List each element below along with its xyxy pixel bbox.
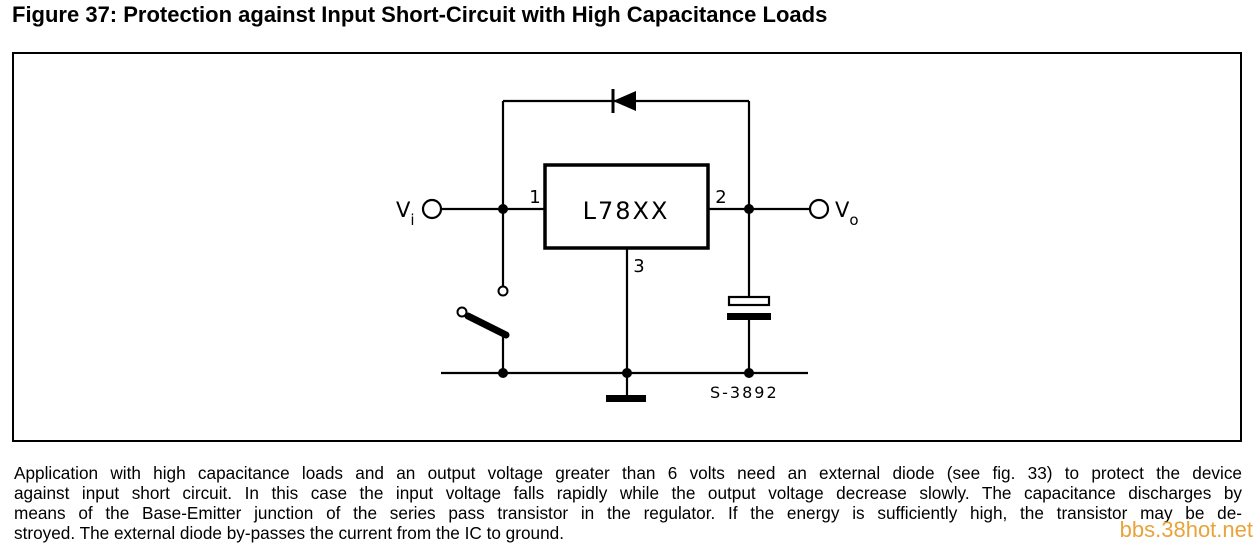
vo-label: Vo: [835, 198, 859, 229]
figure-title: Figure 37: Protection against Input Shor…: [12, 2, 828, 27]
pin-2-label: 2: [715, 187, 726, 208]
junction-dot: [744, 204, 754, 214]
caption-line: Application with high capacitance loads …: [14, 463, 1242, 483]
capacitor-icon: [727, 295, 771, 320]
caption-line: means of the Base-Emitter junction of th…: [14, 503, 1242, 523]
reference-code: S-3892: [710, 383, 779, 402]
caption-line: against input short circuit. In this cas…: [14, 483, 1242, 503]
regulator-ic: [543, 163, 710, 250]
junction-dot: [498, 368, 508, 378]
watermark: bbs.38hot.net: [1119, 517, 1253, 542]
pin-3-label: 3: [633, 256, 644, 277]
ic-label: L78XX: [583, 197, 670, 225]
diagram-frame: [12, 52, 1242, 442]
junction-dot: [622, 368, 632, 378]
input-terminal: [421, 198, 443, 220]
diode-icon: [611, 89, 636, 113]
junction-dots: [498, 204, 754, 378]
caption-line: stroyed. The external diode by-passes th…: [14, 523, 564, 543]
output-terminal: [808, 198, 830, 220]
figure-caption: Application with high capacitance loads …: [14, 463, 1242, 543]
switch-icon: [456, 285, 510, 339]
pin-1-label: 1: [529, 187, 540, 208]
junction-dot: [744, 368, 754, 378]
junction-dot: [498, 204, 508, 214]
ground-icon: [606, 395, 646, 402]
vi-label: Vi: [396, 198, 415, 229]
